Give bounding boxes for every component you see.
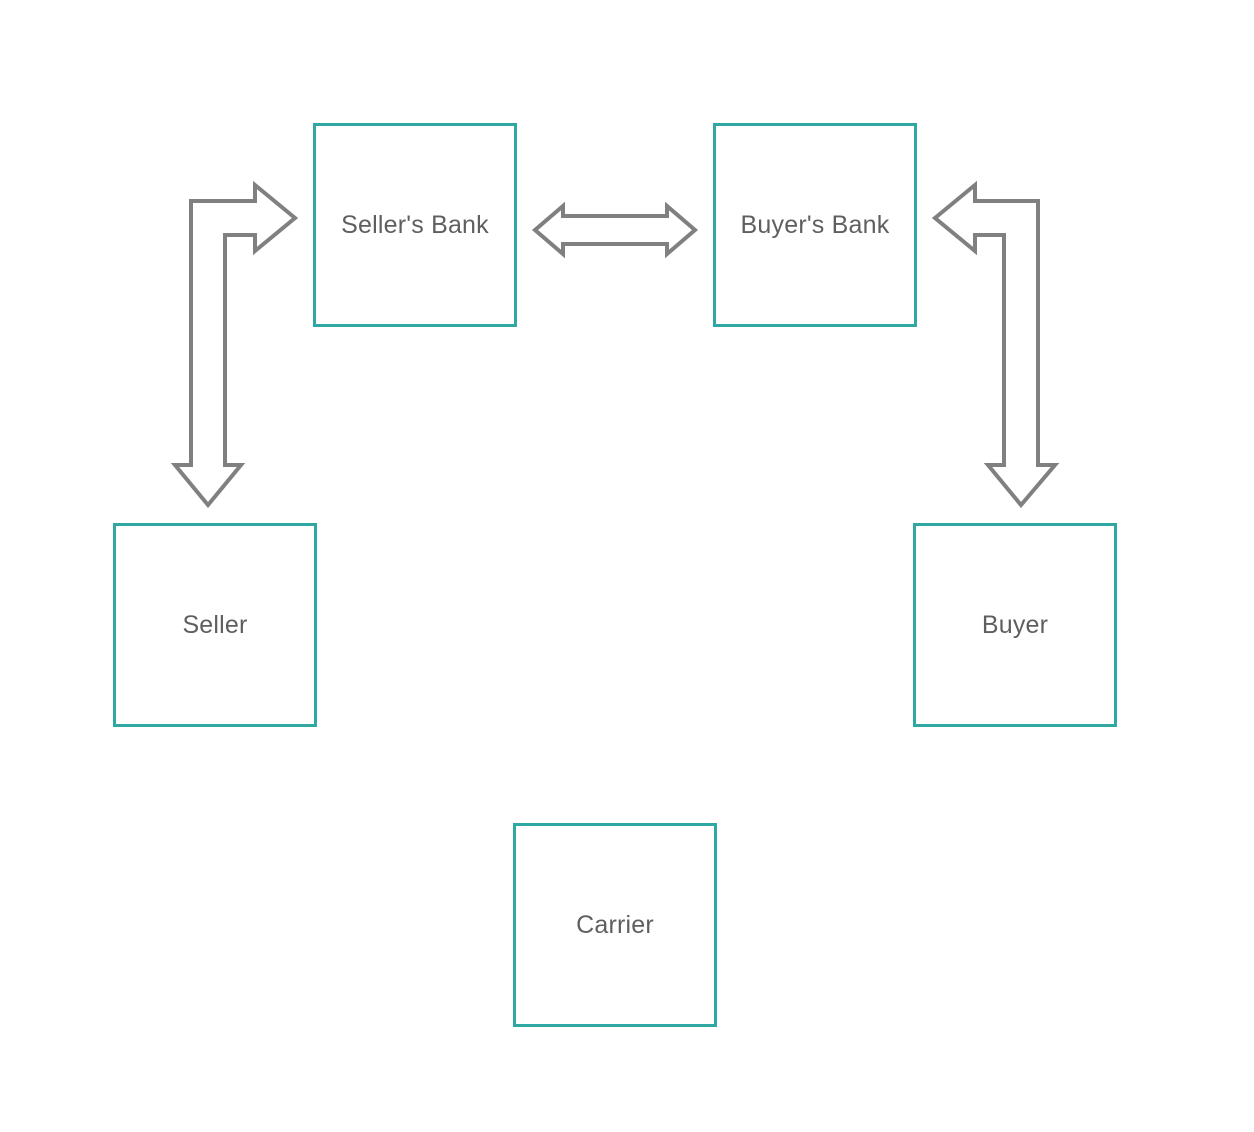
carrier-box[interactable]: Carrier — [513, 823, 717, 1027]
sellers-bank-label: Seller's Bank — [341, 210, 489, 239]
buyer-label: Buyer — [981, 610, 1049, 639]
arrow-buyers-bank-buyer — [931, 180, 1060, 509]
arrow-seller-sellers-bank — [170, 180, 299, 509]
buyers-bank-label: Buyer's Bank — [740, 210, 890, 239]
seller-label: Seller — [182, 610, 248, 639]
buyers-bank-box[interactable]: Buyer's Bank — [713, 123, 917, 327]
sellers-bank-box[interactable]: Seller's Bank — [313, 123, 517, 327]
carrier-label: Carrier — [576, 910, 654, 939]
arrow-sellers-bank-buyers-bank — [531, 201, 699, 259]
seller-box[interactable]: Seller — [113, 523, 317, 727]
buyer-box[interactable]: Buyer — [913, 523, 1117, 727]
